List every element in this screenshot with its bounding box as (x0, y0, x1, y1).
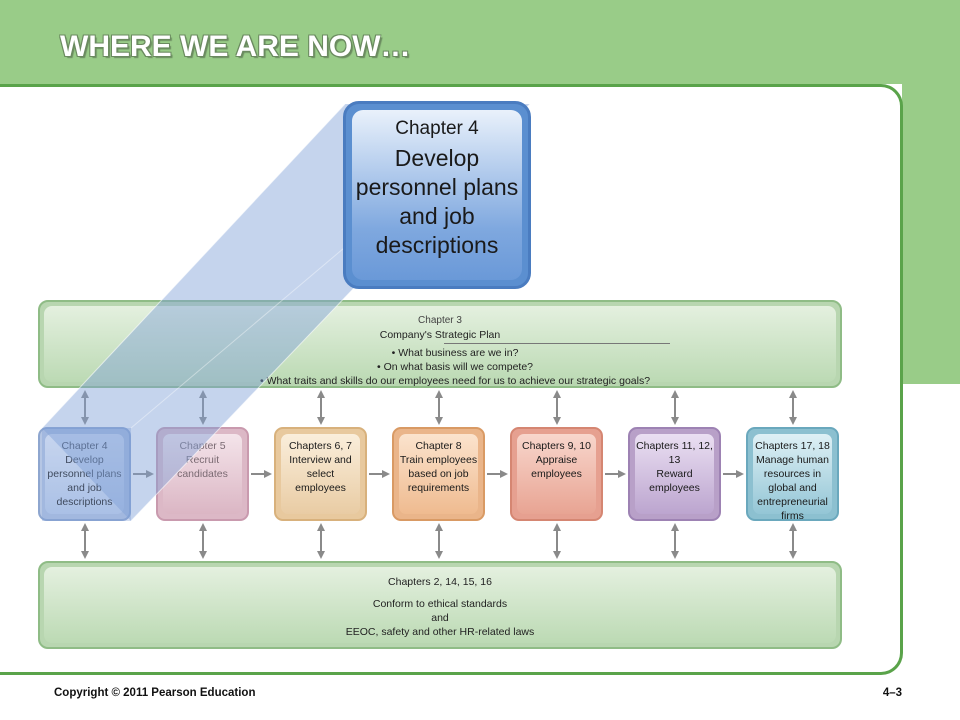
strategic-question: On what basis will we compete? (260, 360, 650, 374)
strategic-plan-rule (444, 343, 670, 344)
legal-line: Conform to ethical standards (372, 598, 508, 610)
step-text: Appraise employees (531, 454, 582, 480)
legal-line: EEOC, safety and other HR-related laws (345, 626, 535, 638)
strategic-plan-chapter: Chapter 3 (418, 315, 462, 326)
step-chapter: Chapters 11, 12, 13 (636, 440, 713, 466)
step-text: Reward employees (649, 468, 700, 494)
step-chapter: Chapter 5 (179, 440, 226, 452)
step-text: Manage human resources in global and ent… (756, 454, 829, 522)
step-chapter: Chapter 4 (61, 440, 108, 452)
step-text: Recruit candidates (177, 454, 228, 480)
step-chapter: Chapters 6, 7 (288, 440, 353, 452)
strategic-question: What business are we in? (260, 346, 650, 360)
legal-line: and (431, 612, 449, 624)
step-box-manage: Chapters 17, 18 Manage human resources i… (746, 427, 839, 522)
step-box-select: Chapters 6, 7 Interview and select emplo… (274, 427, 367, 521)
step-text: Develop personnel plans and job descript… (47, 454, 122, 508)
strategic-question: What traits and skills do our employees … (260, 374, 650, 388)
highlight-text: Develop personnel plans and job descript… (355, 145, 519, 258)
step-box-plans: Chapter 4 Develop personnel plans and jo… (38, 427, 131, 521)
step-chapter: Chapters 9, 10 (522, 440, 591, 452)
highlight-chapter: Chapter 4 (395, 118, 479, 139)
step-box-appraise: Chapters 9, 10 Appraise employees (510, 427, 603, 521)
step-box-reward: Chapters 11, 12, 13 Reward employees (628, 427, 721, 521)
step-text: Train employees based on job requirement… (399, 454, 478, 494)
legal-chapters: Chapters 2, 14, 15, 16 (388, 576, 492, 588)
page-number: 4–3 (882, 687, 902, 699)
strategic-plan-questions: What business are we in? On what basis w… (260, 346, 650, 388)
copyright-notice: Copyright © 2011 Pearson Education (54, 687, 256, 699)
step-box-recruit: Chapter 5 Recruit candidates (156, 427, 249, 521)
chapter-4-highlight-box: Chapter 4 Develop personnel plans and jo… (343, 101, 531, 289)
legal-text: Conform to ethical standards and EEOC, s… (44, 597, 836, 639)
step-chapter: Chapters 17, 18 (755, 440, 830, 452)
step-text: Interview and select employees (289, 454, 352, 494)
title-band (0, 0, 960, 84)
strategic-plan-title: Company's Strategic Plan (379, 329, 501, 341)
step-chapter: Chapter 8 (415, 440, 462, 452)
step-box-train: Chapter 8 Train employees based on job r… (392, 427, 485, 521)
slide-title: WHERE WE ARE NOW… (60, 30, 411, 63)
strategic-plan-box: Chapter 3 Company's Strategic Plan What … (38, 300, 842, 388)
right-accent-band (902, 84, 960, 384)
legal-compliance-box: Chapters 2, 14, 15, 16 Conform to ethica… (38, 561, 842, 649)
